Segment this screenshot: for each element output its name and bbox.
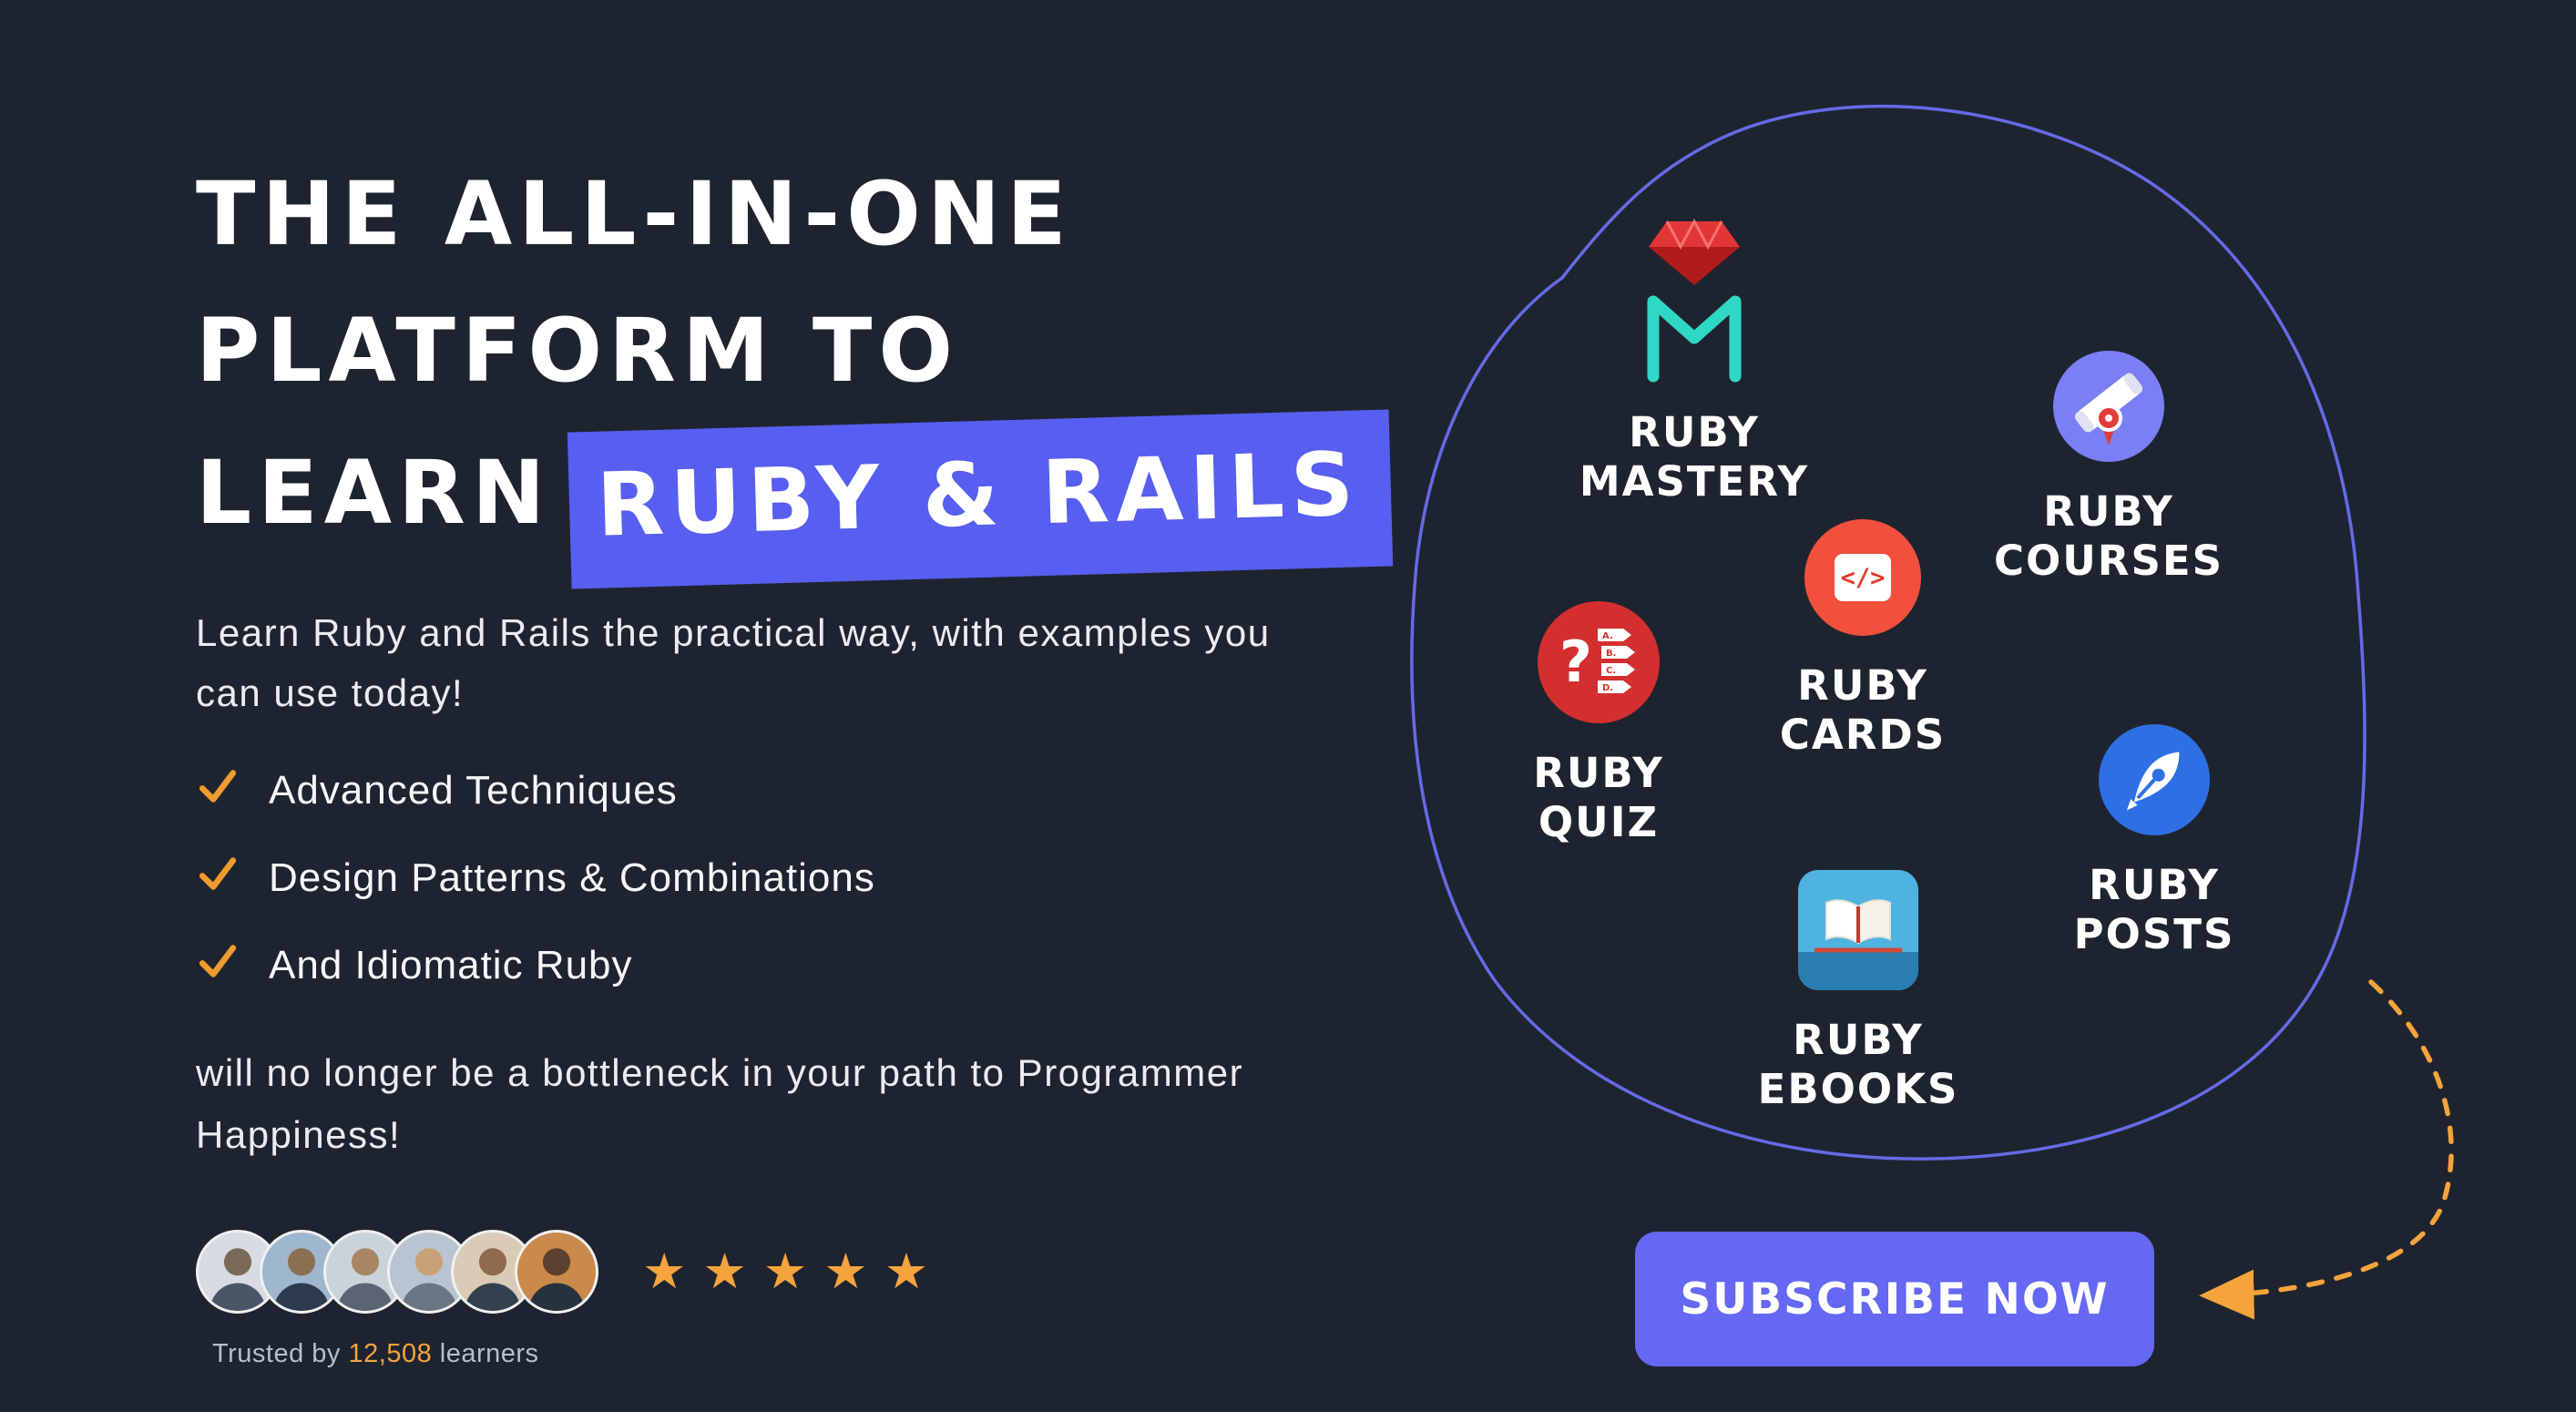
product-ruby-mastery[interactable]: RUBY MASTERY bbox=[1539, 214, 1849, 506]
dashed-arrow-icon bbox=[2136, 966, 2500, 1334]
svg-text:B.: B. bbox=[1606, 649, 1616, 659]
product-label-line: RUBY bbox=[1793, 1016, 1924, 1064]
checklist-item-label: And Idiomatic Ruby bbox=[269, 943, 633, 987]
svg-text:C.: C. bbox=[1606, 666, 1616, 676]
star-rating: ★ ★ ★ ★ ★ bbox=[642, 1247, 928, 1296]
product-label: RUBY MASTERY bbox=[1579, 408, 1809, 506]
svg-text:</>: </> bbox=[1841, 564, 1886, 592]
title-line-3-prefix: LEARN bbox=[196, 442, 552, 544]
checklist-item-label: Advanced Techniques bbox=[269, 768, 678, 813]
hero-subtitle: Learn Ruby and Rails the practical way, … bbox=[196, 611, 1271, 714]
product-ruby-ebooks[interactable]: RUBY EBOOKS bbox=[1722, 870, 1995, 1114]
svg-text:?: ? bbox=[1559, 629, 1592, 695]
checklist-item: Design Patterns & Combinations bbox=[196, 854, 1471, 902]
checklist-item: And Idiomatic Ruby bbox=[196, 942, 1471, 989]
learner-avatars bbox=[196, 1230, 598, 1314]
quiz-list-icon: ? A. B. C. D. bbox=[1538, 601, 1660, 727]
trusted-by-text: Trusted by 12,508 learners bbox=[212, 1339, 1471, 1369]
product-label-line: MASTERY bbox=[1579, 457, 1810, 506]
product-ruby-cards[interactable]: </> RUBY CARDS bbox=[1726, 519, 1999, 760]
product-ruby-courses[interactable]: RUBY COURSES bbox=[1972, 351, 2245, 586]
checklist-item-label: Design Patterns & Combinations bbox=[269, 855, 875, 900]
svg-text:A.: A. bbox=[1602, 631, 1613, 641]
subscribe-button[interactable]: SUBSCRIBE NOW bbox=[1635, 1232, 2154, 1366]
svg-text:D.: D. bbox=[1602, 683, 1613, 693]
product-label-line: RUBY bbox=[2089, 861, 2220, 909]
product-ruby-posts[interactable]: RUBY POSTS bbox=[2018, 724, 2291, 959]
title-line-1: THE ALL-IN-ONE bbox=[196, 163, 1073, 265]
trusted-prefix: Trusted by bbox=[212, 1339, 341, 1368]
product-label-line: RUBY bbox=[1629, 408, 1760, 456]
product-label: RUBY COURSES bbox=[1994, 487, 2223, 586]
product-label: RUBY CARDS bbox=[1780, 661, 1946, 760]
avatar bbox=[515, 1230, 598, 1314]
star-icon: ★ bbox=[823, 1243, 868, 1300]
check-icon bbox=[196, 764, 240, 818]
pen-nib-icon bbox=[2099, 724, 2210, 839]
hero-closing-text: will no longer be a bottleneck in your p… bbox=[196, 1051, 1244, 1156]
product-ruby-quiz[interactable]: ? A. B. C. D. RUBY bbox=[1457, 601, 1740, 847]
title-line-2: PLATFORM TO bbox=[196, 300, 960, 402]
product-label-line: RUBY bbox=[1533, 749, 1664, 797]
star-icon: ★ bbox=[762, 1243, 808, 1300]
star-icon: ★ bbox=[642, 1243, 687, 1300]
checklist-item: Advanced Techniques bbox=[196, 767, 1471, 814]
learner-count: 12,508 bbox=[348, 1339, 433, 1368]
product-label: RUBY EBOOKS bbox=[1758, 1016, 1959, 1114]
avatar bbox=[323, 1230, 407, 1314]
product-label: RUBY POSTS bbox=[2074, 861, 2235, 959]
product-label-line: COURSES bbox=[1993, 537, 2224, 585]
code-card-icon: </> bbox=[1804, 519, 1921, 639]
title-highlight: RUBY & RAILS bbox=[567, 409, 1394, 589]
product-label-line: RUBY bbox=[2043, 487, 2174, 536]
star-icon: ★ bbox=[884, 1243, 929, 1300]
social-proof-row: ★ ★ ★ ★ ★ bbox=[196, 1230, 1471, 1314]
product-label: RUBY QUIZ bbox=[1533, 749, 1664, 847]
check-icon bbox=[196, 939, 240, 993]
star-icon: ★ bbox=[702, 1243, 747, 1300]
product-label-line: QUIZ bbox=[1538, 798, 1660, 846]
check-icon bbox=[196, 852, 240, 906]
gem-map-icon bbox=[1626, 214, 1763, 386]
product-label-line: POSTS bbox=[2073, 910, 2235, 958]
trusted-suffix: learners bbox=[439, 1339, 539, 1368]
product-label-line: EBOOKS bbox=[1757, 1065, 1959, 1113]
blob-outline bbox=[1366, 91, 2405, 1215]
product-label-line: RUBY bbox=[1797, 661, 1928, 710]
certificate-icon bbox=[2053, 351, 2164, 466]
product-label-line: CARDS bbox=[1779, 711, 1947, 759]
feature-checklist: Advanced Techniques Design Patterns & Co… bbox=[196, 767, 1471, 989]
ebook-tablet-icon bbox=[1798, 870, 1918, 994]
